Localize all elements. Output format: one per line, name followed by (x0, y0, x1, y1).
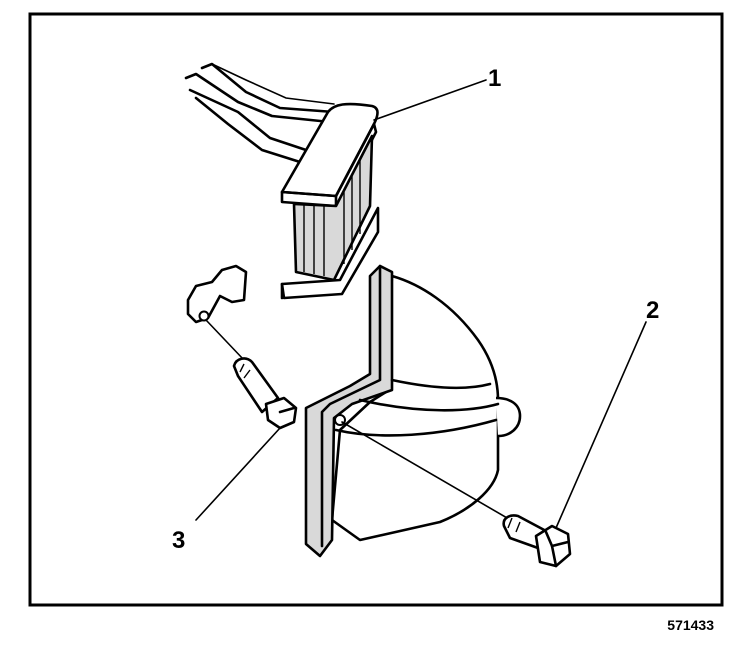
heater-core-tubes (184, 62, 336, 164)
callout-3-label: 3 (172, 527, 185, 554)
clip-bolt (232, 357, 298, 430)
clip-bolt-alignment-line (205, 319, 245, 361)
callout-3-leader (195, 427, 281, 521)
heater-core-assembly (184, 62, 380, 300)
heater-core-bottom-tank (280, 206, 380, 300)
diagram-frame (28, 12, 724, 607)
callout-1-leader (373, 79, 487, 121)
retaining-clip (186, 264, 248, 324)
figure-number: 571433 (667, 617, 714, 633)
callout-2-leader (555, 321, 647, 529)
housing-bolt-alignment-line (341, 421, 515, 523)
heater-housing-cover (304, 264, 522, 558)
heater-core-fins (292, 134, 374, 282)
housing-bolt (502, 514, 572, 568)
callout-1-label: 1 (488, 65, 501, 92)
callout-2-label: 2 (646, 297, 659, 324)
